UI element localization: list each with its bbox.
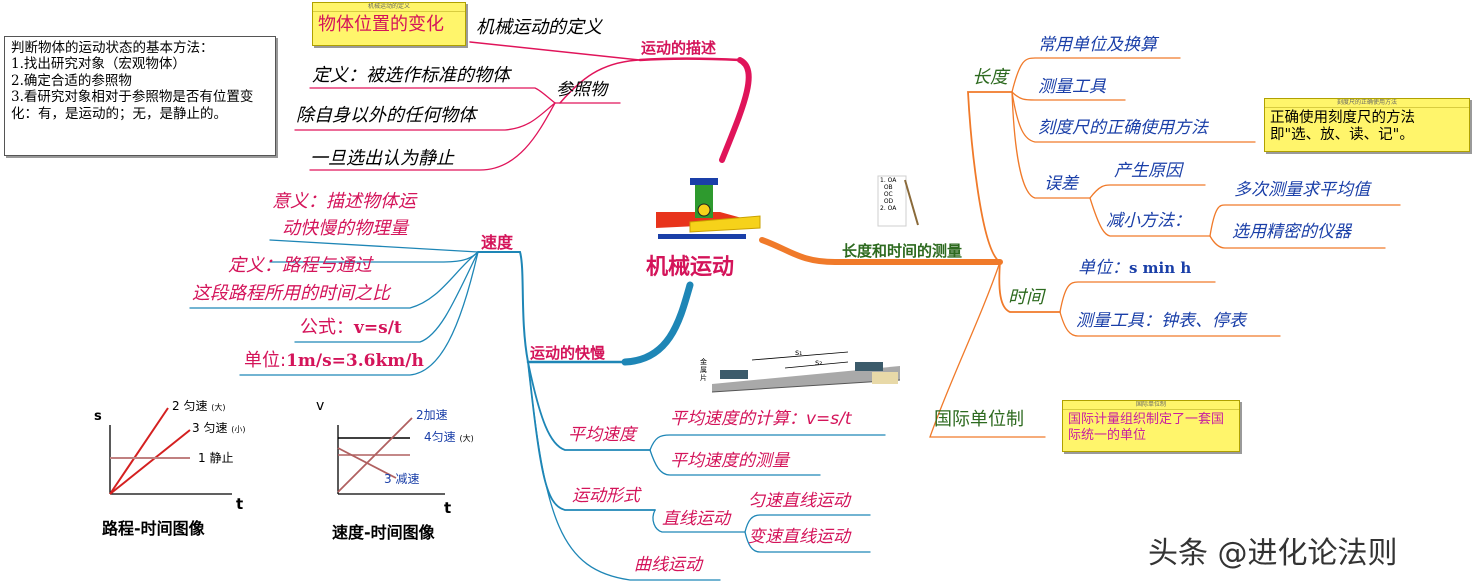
branch-measurement: 长度和时间的测量	[842, 242, 963, 260]
st-line1-label: 1 静止	[198, 451, 234, 465]
vt-line2-label: 2加速	[416, 408, 448, 422]
unit-value: 1m/s=3.6km/h	[286, 351, 424, 371]
graph-st	[109, 407, 232, 495]
vt-line4-label: 4匀速 (大)	[424, 430, 474, 444]
time-unit-value: s min h	[1129, 259, 1192, 277]
vt-xlabel: t	[444, 499, 452, 517]
speed-unit: 单位:1m/s=3.6km/h	[244, 350, 424, 372]
graph-vt	[337, 417, 445, 495]
average-speed-calc: 平均速度的计算：v=s/t	[670, 409, 852, 429]
speed-branch-lines	[189, 239, 886, 581]
vt-ylabel: v	[316, 398, 325, 414]
reference-label: 参照物	[556, 80, 607, 100]
speed-definition-1: 定义：路程与通过	[228, 255, 372, 276]
formula-label: 公式：	[300, 317, 354, 338]
speed-meaning-2: 动快慢的物理量	[282, 218, 408, 239]
time-unit: 单位：s min h	[1078, 258, 1192, 279]
si-note-caption: 国际单位制	[1063, 401, 1239, 410]
ruler-note-line-1: 正确使用刻度尺的方法	[1270, 110, 1415, 126]
watermark: 头条 @进化论法则	[1148, 536, 1398, 571]
length-label: 长度	[972, 67, 1008, 88]
track-s2: s₂	[815, 358, 823, 367]
st-line2-label: 2 匀速 (大)	[172, 399, 226, 413]
error-reduce: 减小方法：	[1106, 211, 1191, 231]
si-note: 国际单位制 国际计量组织制定了一套国 际统一的单位	[1062, 400, 1240, 452]
vt-line-3	[337, 447, 397, 479]
si-label: 国际单位制	[934, 409, 1024, 430]
definition-note: 机械运动的定义 物体位置的变化	[312, 2, 466, 46]
description-branch-lines	[294, 41, 752, 171]
ruler-note-caption: 刻度尺的正确使用方法	[1265, 99, 1469, 108]
metal-plate-label: 金属片	[700, 358, 707, 382]
method-box: 判断物体的运动状态的基本方法： 1.找出研究对象（宏观物体） 2.确定合适的参照…	[4, 36, 276, 156]
curved-motion: 曲线运动	[634, 555, 702, 575]
si-note-line-2: 际统一的单位	[1068, 427, 1147, 443]
mechanical-motion-definition-label: 机械运动的定义	[476, 17, 602, 38]
reference-definition: 定义：被选作标准的物体	[312, 65, 510, 86]
st-line-3	[109, 429, 191, 495]
ramp-figure	[711, 351, 901, 393]
time-label: 时间	[1008, 287, 1044, 308]
variable-straight-motion: 变速直线运动	[748, 527, 850, 547]
vt-line3-label: 3 减速	[384, 472, 420, 486]
reduce-precise: 选用精密的仪器	[1232, 222, 1351, 242]
speed-meaning-1: 意义：描述物体运	[272, 191, 416, 212]
reduce-average: 多次测量求平均值	[1234, 180, 1370, 200]
note-caption: 机械运动的定义	[313, 3, 465, 12]
length-tools: 测量工具	[1038, 77, 1106, 97]
motion-forms-label: 运动形式	[572, 486, 640, 506]
straight-motion: 直线运动	[662, 509, 730, 529]
definition-note-text: 物体位置的变化	[318, 14, 444, 35]
method-title: 判断物体的运动状态的基本方法：	[11, 40, 214, 56]
method-step-1: 1.找出研究对象（宏观物体）	[11, 56, 186, 73]
st-line-2	[109, 407, 169, 495]
length-units: 常用单位及换算	[1038, 35, 1157, 55]
error-label: 误差	[1044, 174, 1078, 194]
branch-description: 运动的描述	[641, 39, 717, 57]
reference-any-object: 除自身以外的任何物体	[296, 105, 476, 126]
error-cause: 产生原因	[1114, 161, 1182, 181]
branch-speed: 速度	[481, 233, 514, 252]
central-icon	[656, 178, 761, 239]
method-step-3: 3.看研究对象相对于参照物是否有位置变化：有，是运动的；无，是静止的。	[11, 89, 254, 122]
ruler-usage: 刻度尺的正确使用方法	[1038, 118, 1208, 138]
vt-caption: 速度-时间图像	[332, 523, 435, 542]
method-step-2: 2.确定合适的参照物	[11, 72, 132, 89]
average-speed-label: 平均速度	[568, 425, 636, 445]
time-tools: 测量工具：钟表、停表	[1076, 311, 1246, 331]
time-unit-label: 单位：	[1078, 258, 1129, 278]
ruler-note: 刻度尺的正确使用方法 正确使用刻度尺的方法 即"选、放、读、记"。	[1264, 98, 1470, 152]
st-caption: 路程-时间图像	[102, 519, 205, 538]
answer-sheet-figure	[877, 175, 919, 227]
uniform-straight-motion: 匀速直线运动	[748, 491, 850, 511]
measurement-branch-lines	[759, 57, 1401, 438]
speed-definition-2: 这段路程所用的时间之比	[192, 283, 390, 304]
average-speed-measure: 平均速度的测量	[670, 451, 789, 471]
speed-formula: 公式：v=s/t	[300, 317, 402, 339]
unit-label: 单位:	[244, 350, 287, 371]
central-title: 机械运动	[646, 255, 735, 280]
st-ylabel: s	[94, 409, 102, 424]
formula-value: v=s/t	[354, 318, 402, 338]
st-line3-label: 3 匀速 (小)	[192, 421, 246, 435]
st-xlabel: t	[236, 495, 244, 513]
reference-static: 一旦选出认为静止	[310, 148, 454, 169]
ruler-note-line-2: 即"选、放、读、记"。	[1270, 127, 1414, 144]
track-s1: s₁	[795, 348, 803, 357]
branch-speed-comparison: 运动的快慢	[530, 344, 606, 362]
si-note-line-1: 国际计量组织制定了一套国	[1068, 412, 1225, 427]
